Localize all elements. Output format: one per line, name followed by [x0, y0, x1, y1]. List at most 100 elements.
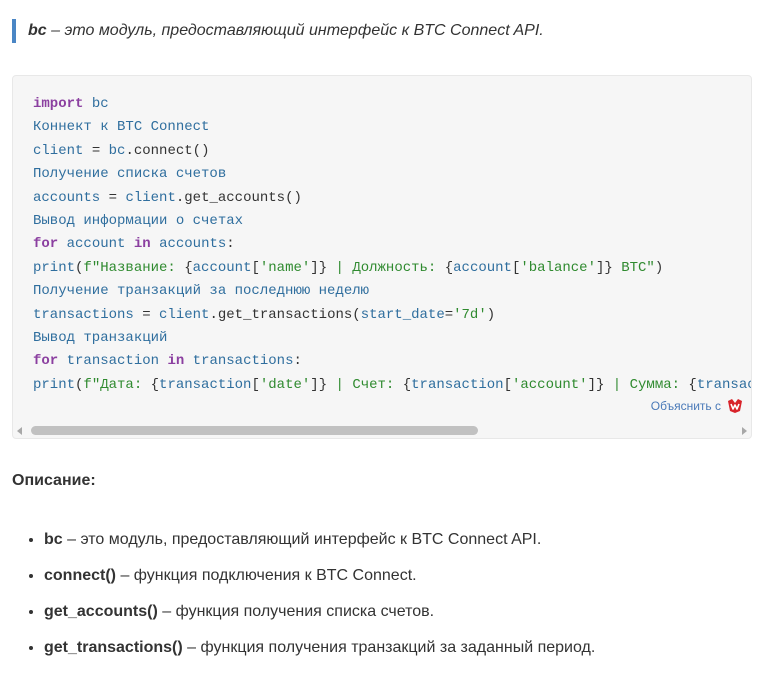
code-token: )	[486, 306, 496, 323]
code-token: {	[150, 376, 160, 393]
code-token: account	[192, 259, 252, 276]
code-token: accounts	[33, 189, 101, 206]
code-token: print	[33, 259, 76, 276]
code-token: :	[226, 236, 235, 253]
code-token: print	[33, 376, 76, 393]
code-token: bc	[91, 96, 109, 112]
list-item-text: – функция получения транзакций за заданн…	[182, 639, 596, 656]
code-token: accounts	[159, 236, 227, 253]
code-token: client	[33, 142, 84, 159]
code-token: for	[33, 236, 59, 253]
horizontal-scrollbar[interactable]	[13, 422, 751, 438]
code-token: .connect()	[125, 142, 210, 159]
code-line: import bc	[33, 93, 751, 116]
code-token: 'name'	[259, 259, 311, 276]
code-token: account	[453, 259, 512, 276]
code-line: Вывод информации о счетах	[33, 210, 751, 233]
code-token: =	[444, 306, 454, 323]
code-token: f"Название:	[83, 259, 185, 276]
code-token: {	[402, 376, 412, 393]
code-token: )	[654, 259, 664, 276]
code-token: :	[293, 353, 302, 370]
code-token: ]}	[595, 259, 613, 276]
code-token: in	[133, 236, 151, 253]
code-token: (	[75, 376, 84, 393]
list-item: connect() – функция подключения к BTC Co…	[44, 558, 744, 594]
code-token: | Сумма:	[604, 376, 689, 393]
code-token: '7d'	[453, 306, 487, 323]
explain-label: Объяснить с	[650, 399, 721, 413]
code-token: 'balance'	[520, 259, 596, 276]
brand-logo-icon	[728, 399, 742, 413]
list-item-term: get_transactions()	[44, 639, 183, 656]
code-token: client	[159, 306, 210, 323]
list-item: get_transactions() – функция получения т…	[44, 630, 744, 666]
code-line: for transaction in transactions:	[33, 350, 751, 373]
code-token: [	[251, 259, 260, 276]
code-line: Вывод транзакций	[33, 327, 751, 350]
code-token: start_date	[360, 306, 445, 323]
description-heading: Описание:	[12, 472, 96, 489]
code-token: ]}	[310, 376, 328, 393]
code-token: transaction	[411, 376, 504, 393]
code-token: Получение списка счетов	[33, 166, 227, 183]
code-token: [	[251, 376, 260, 393]
code-line: print(f"Название: {account['name']} | До…	[33, 257, 751, 280]
list-item-text: – это модуль, предоставляющий интерфейс …	[62, 531, 542, 548]
code-line: client = bc.connect()	[33, 140, 751, 163]
code-token: {	[444, 259, 454, 276]
code-token: transaction	[159, 376, 252, 393]
code-token: bc	[108, 142, 126, 159]
code-token: transactions	[33, 306, 134, 323]
code-line: Коннект к BTC Connect	[33, 116, 751, 139]
code-token: Коннект к BTC Connect	[33, 119, 210, 136]
code-token: {	[184, 259, 193, 276]
code-token: transactions	[192, 353, 294, 370]
scrollbar-thumb[interactable]	[31, 426, 478, 435]
code-token: transac	[696, 376, 751, 393]
scroll-right-arrow-icon[interactable]	[742, 427, 747, 435]
code-token	[184, 353, 192, 369]
code-token: Получение транзакций за последнюю неделю	[33, 283, 370, 300]
quote-block: bc – это модуль, предоставляющий интерфе…	[12, 19, 752, 43]
code-token: | Должность:	[327, 259, 445, 276]
code-token: account	[66, 236, 126, 253]
code-token: client	[125, 189, 176, 206]
code-token	[83, 96, 91, 112]
code-token: [	[511, 259, 521, 276]
list-item-text: – функция подключения к BTC Connect.	[116, 567, 417, 584]
code-token: 'date'	[259, 376, 311, 393]
code-token: | Счет:	[327, 376, 403, 393]
code-token: =	[100, 189, 126, 206]
code-token: import	[33, 96, 84, 112]
code-line: for account in accounts:	[33, 233, 751, 256]
list-item: bc – это модуль, предоставляющий интерфе…	[44, 522, 744, 558]
description-list: bc – это модуль, предоставляющий интерфе…	[12, 522, 744, 666]
code-token	[125, 236, 133, 252]
code-token: for	[33, 353, 59, 370]
code-token	[58, 353, 66, 369]
code-token: =	[83, 142, 109, 159]
code-token	[58, 236, 66, 252]
code-line: print(f"Дата: {transaction['date']} | Сч…	[33, 374, 751, 397]
list-item-term: bc	[44, 531, 63, 548]
code-token: =	[133, 306, 160, 323]
scroll-left-arrow-icon[interactable]	[17, 427, 22, 435]
code-token: ]}	[310, 259, 328, 276]
code-token: .get_accounts()	[175, 189, 302, 206]
code-token: [	[503, 376, 512, 393]
code-line: transactions = client.get_transactions(s…	[33, 304, 751, 327]
code-token: ]}	[587, 376, 605, 393]
quote-term: bc	[28, 22, 47, 39]
code-token: Вывод информации о счетах	[33, 212, 244, 229]
code-token: f"Дата:	[83, 376, 151, 393]
code-token	[151, 236, 159, 252]
explain-button[interactable]: Объяснить с	[644, 398, 743, 414]
list-item-text: – функция получения списка счетов.	[157, 603, 435, 620]
code-token: Вывод транзакций	[33, 329, 168, 346]
list-item-term: connect()	[44, 567, 116, 584]
code-token: {	[688, 376, 697, 393]
code-token: (	[75, 259, 84, 276]
